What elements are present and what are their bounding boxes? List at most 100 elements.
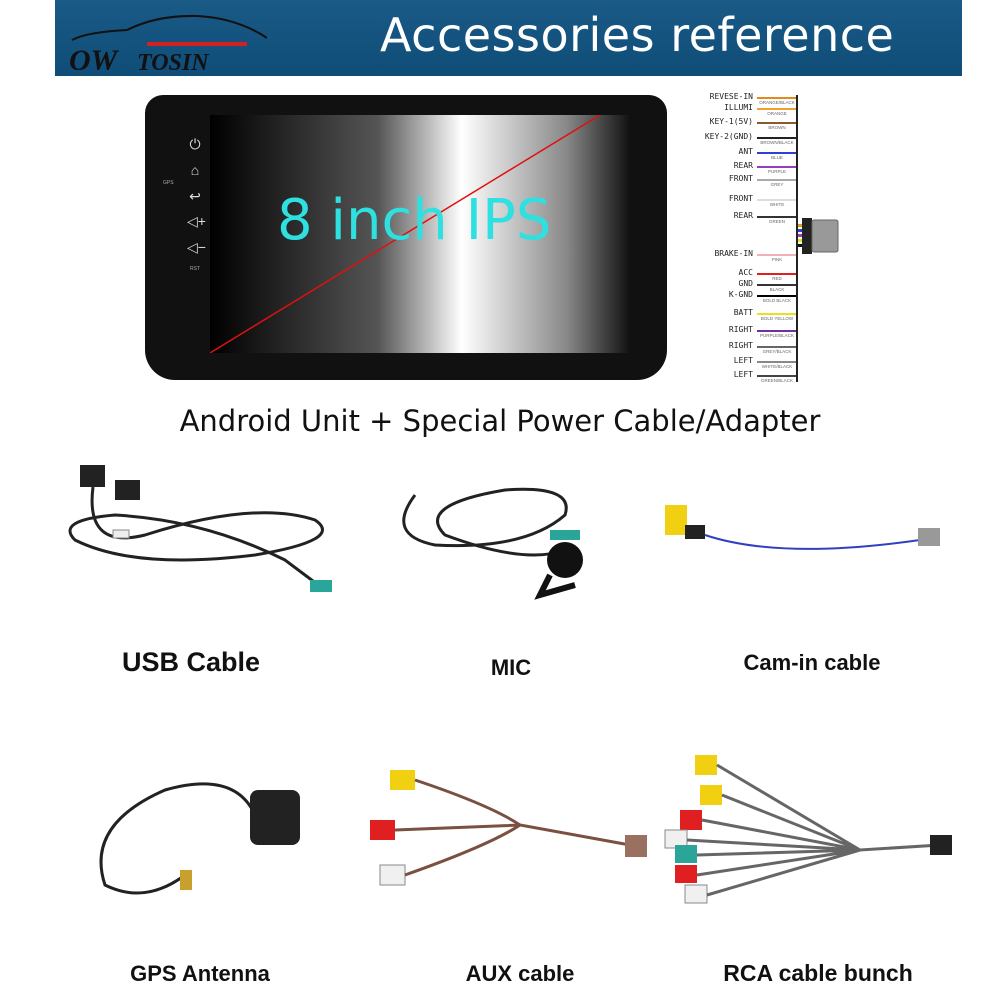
- wire-row: ANT BLUE: [700, 147, 800, 160]
- volume-up-icon: ◁+: [187, 213, 206, 229]
- back-icon: ↩: [189, 188, 201, 204]
- power-icon: ⏻: [189, 136, 201, 152]
- wire-line: [757, 346, 797, 348]
- wire-row: ACC RED: [700, 268, 800, 281]
- wire-row: LEFT WHITE/BLACK: [700, 356, 800, 369]
- svg-text:TOSIN: TOSIN: [137, 50, 210, 70]
- wire-line: [757, 152, 797, 154]
- wire-color-label: BLACK: [769, 287, 785, 292]
- gps-antenna-label: GPS Antenna: [130, 961, 270, 986]
- gps-port-label: GPS: [163, 180, 174, 186]
- wire-row: FRONT WHITE: [700, 194, 800, 207]
- wire-line: [757, 122, 797, 124]
- wire-function-label: BATT: [733, 308, 753, 317]
- wire-color-label: BLUE: [771, 155, 783, 160]
- wire-color-label: ORANGE: [767, 111, 787, 116]
- wire-row: FRONT GREY: [700, 174, 800, 187]
- wire-row: RIGHT PURPLE/BLACK: [700, 325, 800, 338]
- wire-line: [757, 284, 797, 286]
- wire-line: [757, 273, 797, 275]
- wire-color-label: WHITE/BLACK: [761, 364, 793, 369]
- volume-down-icon: ◁−: [187, 239, 206, 255]
- wire-row: KEY-2(GND) BROWN/BLACK: [700, 132, 800, 145]
- wire-function-label: REAR: [733, 161, 753, 170]
- mic-label: MIC: [490, 655, 532, 680]
- wire-color-label: BROWN/BLACK: [760, 140, 794, 145]
- wire-row: K-GND BOLD BLACK: [700, 290, 800, 303]
- wire-row: ILLUMI ORANGE: [700, 103, 800, 116]
- rca-cable-bunch-label: RCA cable bunch: [723, 960, 913, 986]
- kit-caption: Android Unit + Special Power Cable/Adapt…: [179, 404, 821, 438]
- wire-color-label: GREY/BLACK: [762, 349, 792, 354]
- wire-line: [757, 199, 797, 201]
- home-icon: ⌂: [190, 162, 200, 178]
- wire-color-label: WHITE: [769, 202, 785, 207]
- wire-function-label: FRONT: [728, 194, 753, 203]
- harness-connector: [798, 218, 839, 254]
- wire-color-label: PINK: [771, 257, 783, 262]
- brand-logo: OW TOSIN: [69, 14, 267, 70]
- usb-cable-label: USB Cable: [121, 647, 261, 677]
- rca-cable-bunch-image: [664, 755, 952, 904]
- wire-function-label: REVESE-IN: [709, 92, 753, 101]
- wire-line: [757, 216, 797, 218]
- gps-antenna-image: [99, 782, 300, 895]
- wire-color-label: GREEN/BLACK: [760, 378, 793, 383]
- wire-line: [757, 295, 797, 297]
- aux-cable-label: AUX cable: [465, 961, 575, 986]
- wire-function-label: LEFT: [733, 356, 753, 365]
- reset-label: RST: [190, 266, 200, 272]
- wire-function-label: KEY-1(5V): [709, 117, 753, 126]
- wire-line: [757, 108, 797, 110]
- wire-row: BATT BOLD YELLOW: [700, 308, 800, 321]
- cam-in-cable-image: [665, 505, 940, 550]
- wire-function-label: REAR: [733, 211, 753, 220]
- wire-row: REAR GREEN: [700, 211, 800, 224]
- wire-line: [757, 375, 797, 377]
- wire-function-label: RIGHT: [728, 325, 753, 334]
- wire-function-label: BRAKE-IN: [714, 249, 753, 258]
- wire-color-label: BOLD BLACK: [762, 298, 792, 303]
- wire-function-label: RIGHT: [728, 341, 753, 350]
- cam-in-cable-label: Cam-in cable: [743, 650, 881, 675]
- wire-color-label: GREEN: [768, 219, 785, 224]
- wire-function-label: LEFT: [733, 370, 753, 379]
- wire-line: [757, 330, 797, 332]
- wire-row: LEFT GREEN/BLACK: [700, 370, 800, 383]
- wire-line: [757, 361, 797, 363]
- wire-function-label: ACC: [738, 268, 753, 277]
- wire-row: BRAKE-IN PINK: [700, 249, 800, 262]
- mic-image: [402, 487, 583, 600]
- wire-line: [757, 166, 797, 168]
- screen-size-label: 8 inch IPS: [277, 188, 552, 253]
- wire-line: [757, 179, 797, 181]
- wire-color-label: GREY: [770, 182, 784, 187]
- wire-row: KEY-1(5V) BROWN: [700, 117, 800, 130]
- wire-row: RIGHT GREY/BLACK: [700, 341, 800, 354]
- wire-color-label: RED: [772, 276, 782, 281]
- wire-function-label: FRONT: [728, 174, 753, 183]
- svg-text:OW: OW: [69, 44, 120, 70]
- header-banner: OW TOSIN Accessories reference: [55, 0, 962, 76]
- wire-color-label: ORANGE/BLACK: [759, 100, 795, 105]
- wire-color-label: PURPLE: [767, 169, 786, 174]
- usb-cable-image: [68, 465, 332, 592]
- wire-row: REAR PURPLE: [700, 161, 800, 174]
- wire-function-label: KEY-2(GND): [704, 132, 753, 141]
- wire-line: [757, 254, 797, 256]
- wire-function-label: ANT: [738, 147, 753, 156]
- aux-cable-image: [370, 770, 647, 886]
- wire-color-label: BOLD YELLOW: [760, 316, 794, 321]
- wire-color-label: PURPLE/BLACK: [759, 333, 794, 338]
- wire-color-label: BROWN: [768, 125, 786, 130]
- page-title: Accessories reference: [380, 8, 895, 62]
- wire-function-label: ILLUMI: [724, 103, 753, 112]
- wire-function-label: K-GND: [728, 290, 753, 299]
- wire-line: [757, 137, 797, 139]
- wire-line: [757, 97, 797, 99]
- wire-row: REVESE-IN ORANGE/BLACK: [700, 92, 800, 105]
- wire-bus: [796, 95, 798, 382]
- device-screen: [210, 115, 630, 353]
- wire-line: [757, 313, 797, 315]
